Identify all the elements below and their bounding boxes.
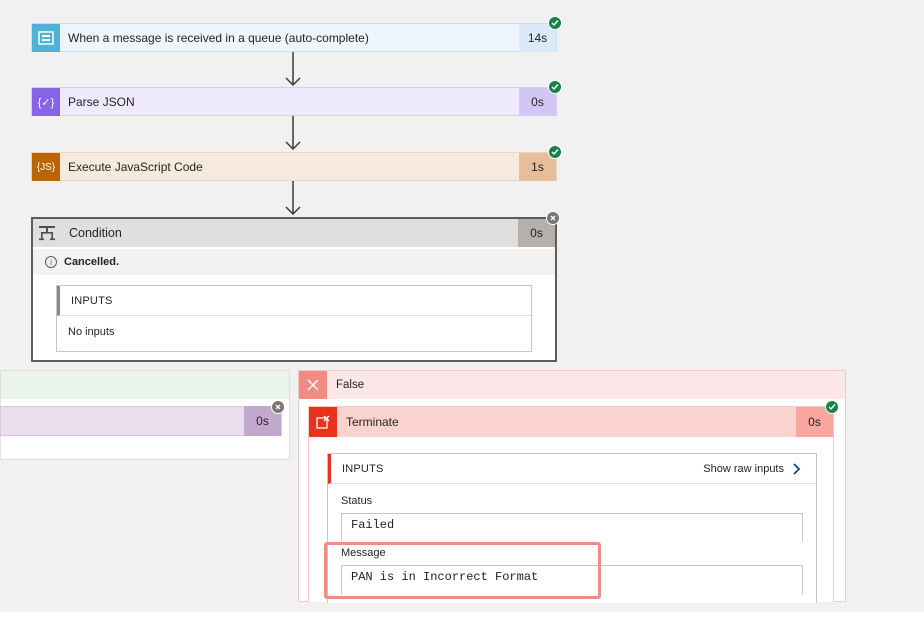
javascript-success-icon [548,145,562,159]
true-branch-header [1,371,289,399]
service-bus-queue-icon [32,24,60,52]
trigger-card[interactable]: When a message is received in a queue (a… [31,23,557,52]
condition-status-text: Cancelled. [64,256,120,268]
arrow-down-icon [285,52,301,87]
javascript-code-icon: {JS} [32,153,60,181]
terminate-success-icon [825,400,839,414]
true-branch-action-card[interactable]: 0s [0,406,282,436]
false-branch-header[interactable]: False [299,371,845,399]
condition-inputs-header: INPUTS [57,286,531,316]
chevron-right-icon [793,462,801,475]
arrow-down-icon [285,181,301,216]
javascript-card[interactable]: {JS} Execute JavaScript Code 1s [31,152,557,181]
terminate-inputs-title: INPUTS [342,462,384,475]
condition-title: Condition [69,226,122,240]
false-branch-label: False [336,379,365,391]
parse-json-duration: 0s [519,88,556,116]
javascript-duration: 1s [519,153,556,181]
condition-cancelled-icon [546,211,560,225]
condition-inputs-value: No inputs [68,326,115,338]
parse-json-card[interactable]: {✓} Parse JSON 0s [31,87,557,116]
condition-inputs-section: INPUTS No inputs [56,285,532,352]
trigger-success-icon [548,16,562,30]
condition-status-row: i Cancelled. [33,249,555,275]
show-raw-inputs-label: Show raw inputs [703,462,784,475]
info-icon: i [45,256,57,268]
condition-icon [33,219,61,247]
show-raw-inputs-link[interactable]: Show raw inputs [703,462,802,476]
arrow-down-icon [285,116,301,151]
condition-card[interactable]: Condition 0s i Cancelled. INPUTS No inpu… [31,217,557,362]
message-highlight-box [324,542,601,599]
trigger-title: When a message is received in a queue (a… [68,31,369,45]
parse-json-icon: {✓} [32,88,60,116]
true-branch-cancelled-icon [271,400,285,414]
bottom-strip [0,612,924,618]
message-field-label: Message [341,547,386,559]
message-field-value: PAN is in Incorrect Format [341,565,803,595]
status-field-value: Failed [341,513,803,541]
terminate-inputs-header: INPUTS Show raw inputs [328,454,816,484]
javascript-title: Execute JavaScript Code [68,160,203,174]
terminate-icon [309,407,337,437]
parse-json-title: Parse JSON [68,95,135,109]
status-field-label: Status [341,495,373,507]
true-branch-action-duration: 0s [244,406,281,436]
close-icon [299,371,327,399]
condition-duration: 0s [518,219,555,247]
parse-json-success-icon [548,80,562,94]
trigger-duration: 14s [519,24,556,52]
terminate-title: Terminate [346,415,399,429]
